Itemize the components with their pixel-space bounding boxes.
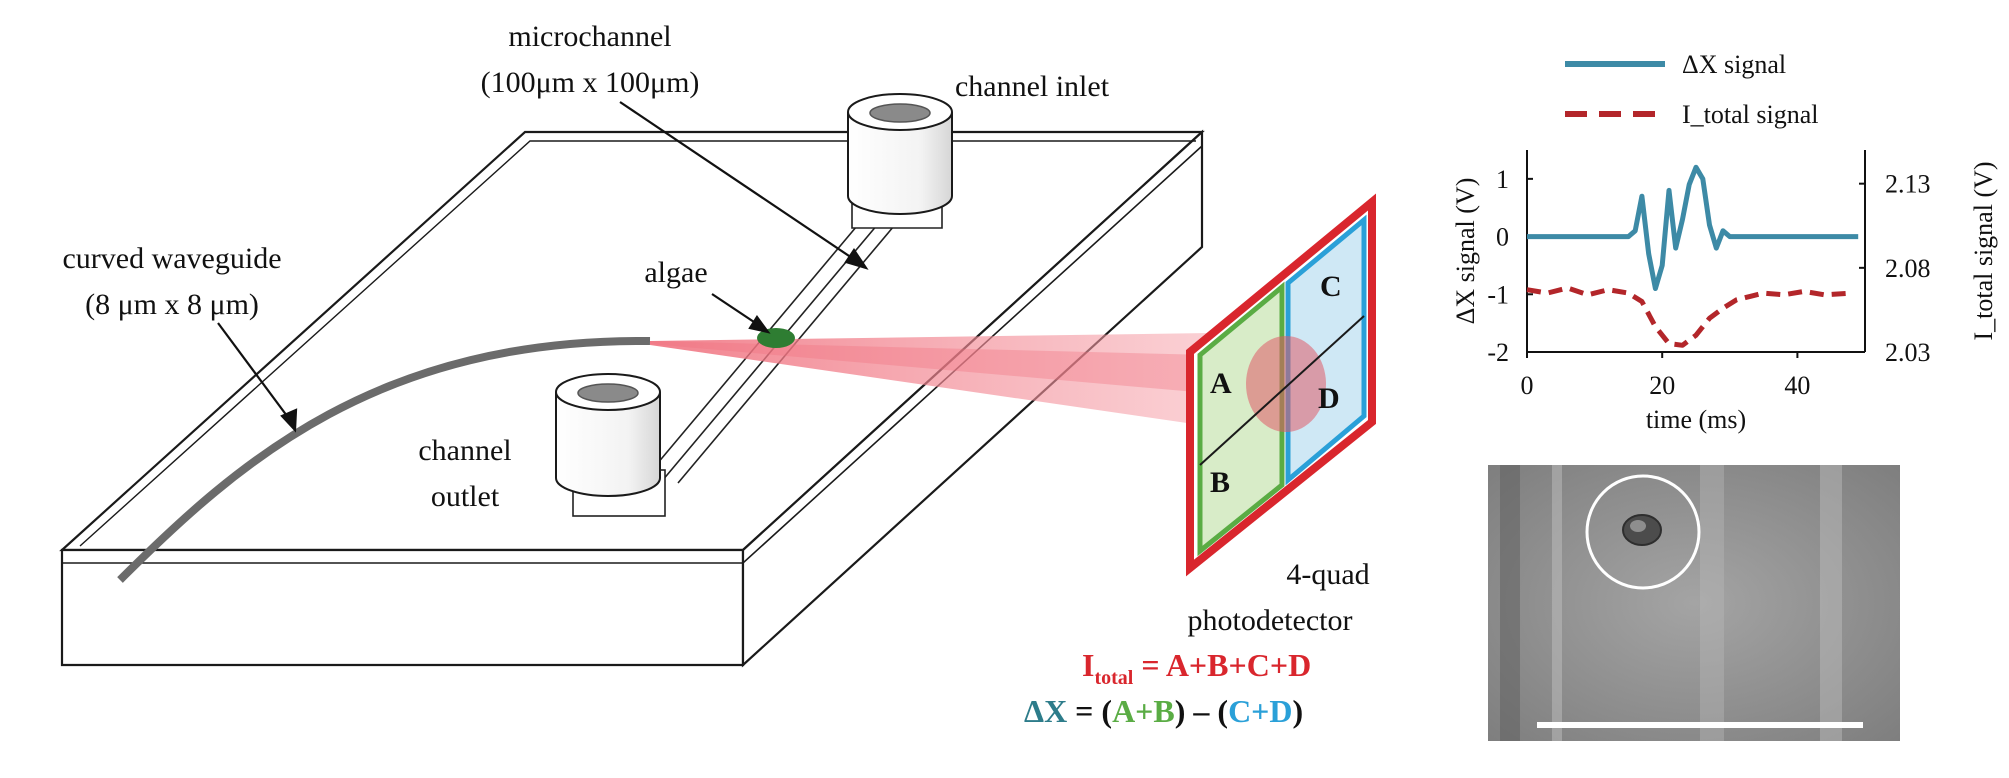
chip-back-inner-line [79, 140, 1196, 547]
quadrant-d-label: D [1318, 382, 1340, 415]
chart-x-tick-label: 40 [1784, 371, 1810, 400]
laser-beam-core [650, 341, 1230, 395]
channel-wall-stripe [1552, 465, 1562, 741]
chart-y-tick-label: -2 [1487, 338, 1509, 367]
channel-wall-stripe [1820, 465, 1842, 741]
chart-y-tick-label: -1 [1487, 280, 1509, 309]
highlight-circle [1585, 474, 1701, 590]
microchannel-size-label: (100μm x 100μm) [481, 66, 700, 99]
delta-x-equation: ΔX = (A+B) – (C+D) [1024, 693, 1303, 729]
legend-label: ΔX signal [1682, 50, 1786, 79]
chart-y2-tick-label: 2.08 [1885, 254, 1931, 283]
detector-label-line1: 4-quad [1286, 558, 1369, 591]
chart-y2-tick-label: 2.13 [1885, 170, 1931, 199]
signal-chart: 0 20 40 1 0 -1 -2 2.13 2.08 2.03 time (ms) ΔX signa… [1451, 50, 1998, 434]
annotation-arrows [217, 101, 869, 433]
channel-outlet-label-line2: outlet [431, 480, 500, 513]
delta-x-signal-line [1527, 164, 1859, 291]
channel-inlet-label: channel inlet [955, 70, 1110, 103]
laser-beam [650, 333, 1235, 430]
channel-inlet-cylinder [847, 93, 953, 215]
chip-right-face [741, 129, 1204, 668]
beam-spot [1246, 336, 1326, 432]
chart-y2-axis-label: I_total signal (V) [1969, 161, 1998, 340]
itotal-equation: Itotal = A+B+C+D [1082, 647, 1311, 689]
scale-bar [1537, 722, 1863, 728]
algae-label: algae [644, 256, 707, 289]
chart-y-tick-label: 0 [1496, 223, 1509, 252]
quadrant-c-label: C [1320, 270, 1342, 303]
microscope-image [1488, 465, 1900, 741]
quadrant-divider [1199, 315, 1365, 466]
chart-x-tick-label: 20 [1649, 371, 1675, 400]
curved-waveguide-label: curved waveguide [62, 242, 281, 275]
channel-wall-stripe [1500, 465, 1520, 741]
quadrant-b-label: B [1210, 466, 1230, 499]
chip-layer-line [62, 145, 1203, 564]
channel-outlet-cylinder [555, 373, 661, 497]
channel-outlet-label-line1: channel [418, 434, 511, 467]
algae-cell-highlight [1630, 520, 1646, 532]
chart-y-axis-label: ΔX signal (V) [1451, 178, 1480, 325]
chip-front-face [60, 548, 745, 667]
quadrant-a-label: A [1210, 367, 1232, 400]
algae-cell [757, 328, 795, 348]
legend-label: I_total signal [1682, 100, 1818, 129]
chart-x-tick-label: 0 [1521, 371, 1534, 400]
chart-y2-tick-label: 2.03 [1885, 338, 1931, 367]
channel-wall-stripe [1700, 465, 1724, 741]
waveguide-size-label: (8 μm x 8 μm) [85, 288, 259, 321]
itotal-signal-line [1526, 285, 1852, 348]
chart-x-axis-label: time (ms) [1646, 405, 1746, 434]
diagram-labels: microchannel (100μm x 100μm) channel inl… [62, 20, 1369, 637]
curved-waveguide [117, 336, 651, 583]
chart-y-tick-label: 1 [1496, 165, 1509, 194]
microchannel-label: microchannel [508, 20, 671, 53]
detector-label-line2: photodetector [1188, 604, 1353, 637]
quad-photodetector: A B C D [1186, 193, 1376, 577]
